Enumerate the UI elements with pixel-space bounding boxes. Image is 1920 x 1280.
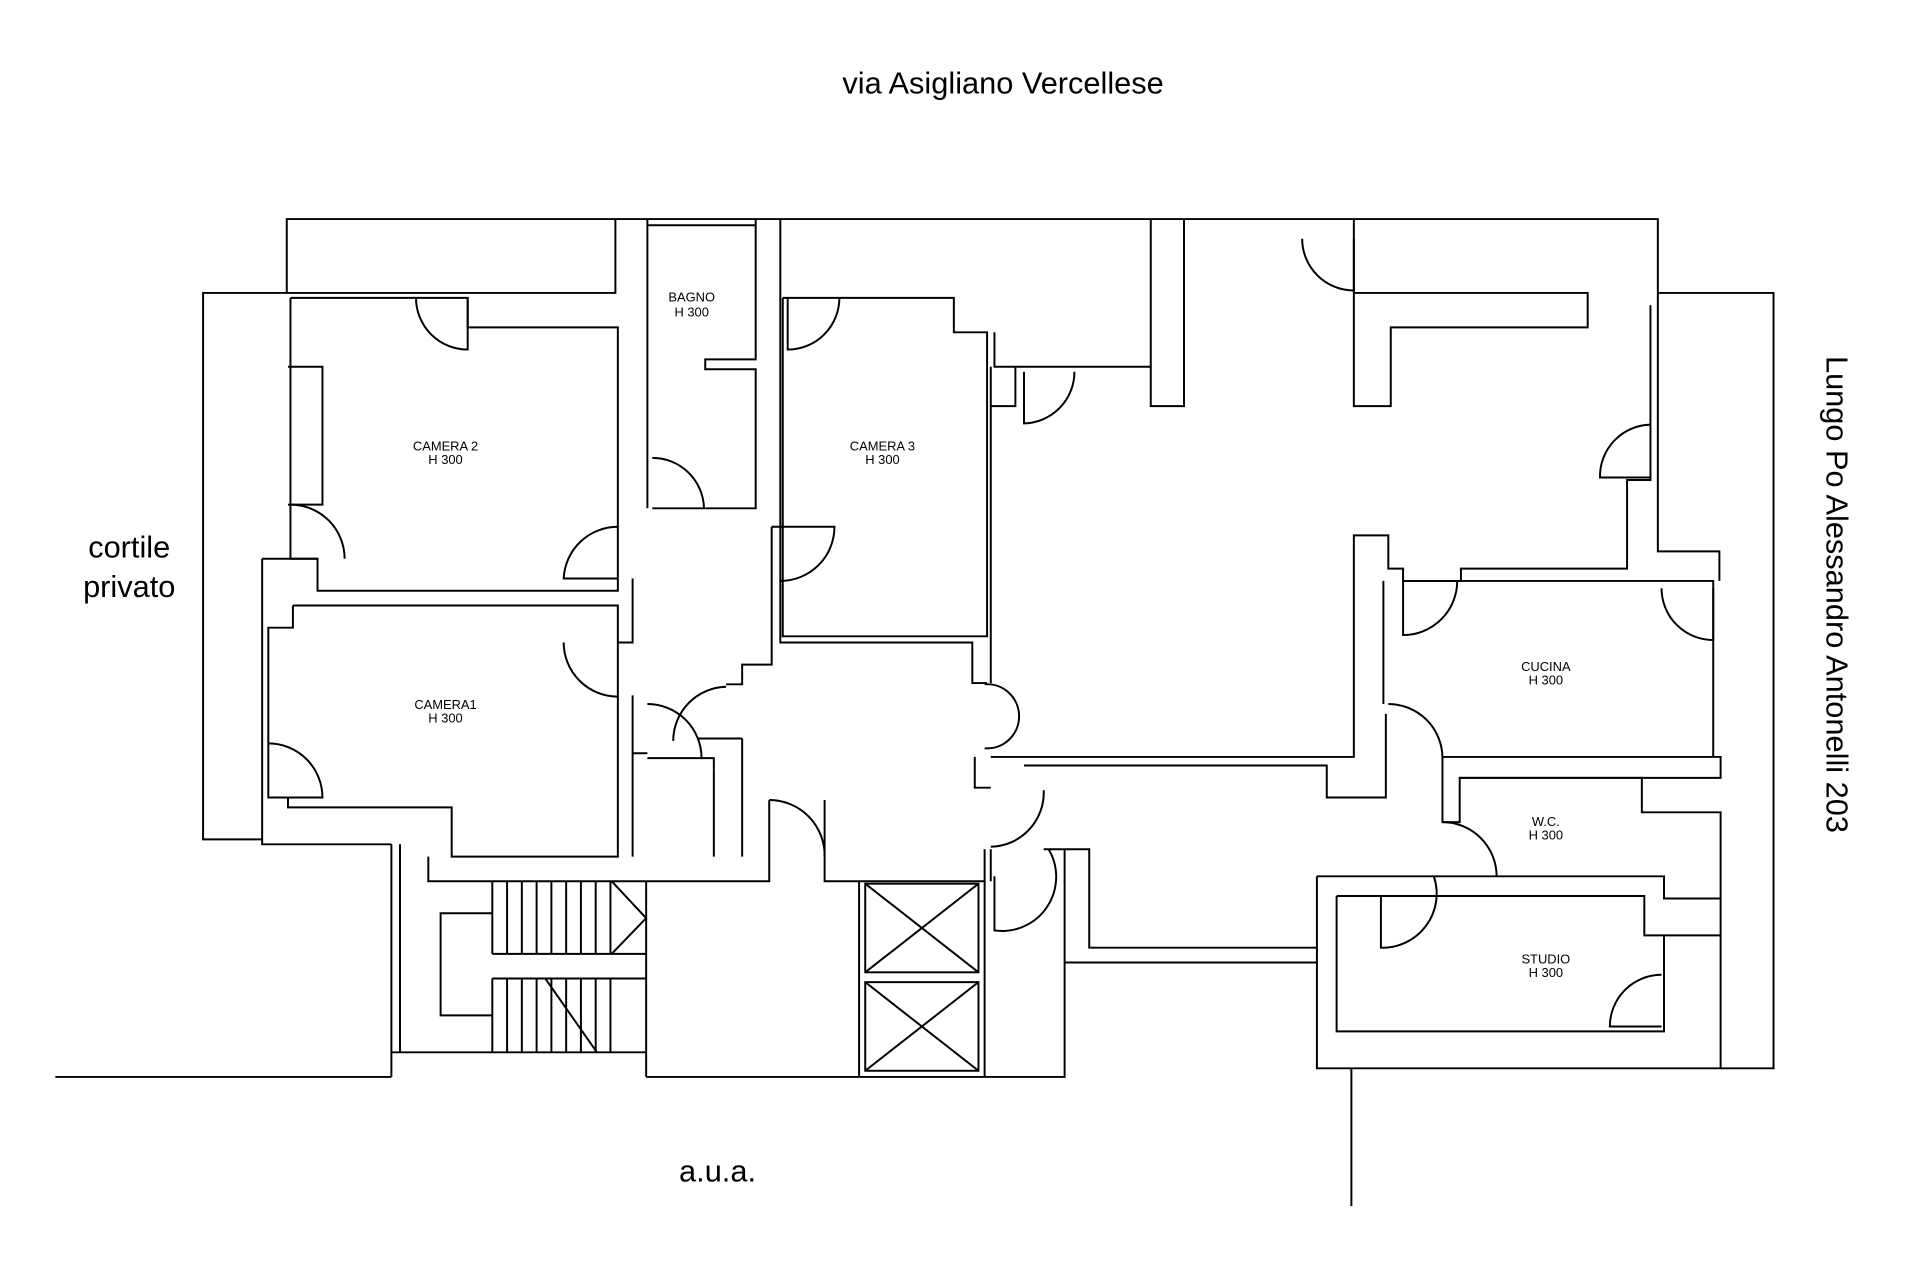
lift-shaft [864,882,980,974]
room-name: CAMERA 3 [850,438,915,453]
lift-shaft [864,981,980,1072]
room-label-cucina: CUCINA H 300 [1521,659,1571,688]
stair-arrow [544,977,598,1053]
lift-shafts [864,882,980,1072]
wall [1024,713,1387,799]
door-swing [562,525,618,580]
wall [1403,579,1715,757]
doors [268,238,1715,1028]
wall [1315,876,1722,1070]
wall [1352,219,1589,408]
street-label-right: Lungo Po Alessandro Antonelli 203 [1819,356,1854,833]
door-swing [672,685,727,741]
room-height: H 300 [1529,827,1563,842]
wall [726,526,773,686]
wall [1335,895,1665,1033]
wall [781,296,989,638]
door-swing [1379,875,1438,949]
door-swing [1388,703,1444,759]
room-height: H 300 [1529,965,1563,980]
courtyard-label-line1: cortile [88,530,170,565]
wall [202,219,617,841]
door-swing [1402,580,1459,637]
room-name: STUDIO [1521,952,1570,967]
room-label-wc: W.C. H 300 [1529,814,1563,843]
wall [990,366,1017,408]
bottom-label: a.u.a. [679,1154,756,1189]
door-swing [1608,973,1662,1028]
wall [292,604,619,643]
door-swing [652,456,706,510]
door-swing [290,503,346,559]
stair-arrow [610,880,648,955]
wall [1433,875,1721,900]
wall [1657,291,1775,1070]
room-name: CAMERA 2 [413,438,478,453]
wall [973,756,991,789]
door-swing [993,848,1058,932]
wall [993,332,1016,368]
room-height: H 300 [674,304,708,319]
room-height: H 300 [428,452,462,467]
wall [771,219,782,528]
room-name: W.C. [1532,814,1560,829]
wall [617,578,634,644]
wall [646,849,1066,1078]
door-swing [1599,423,1651,479]
door-swing [786,297,841,351]
room-label-camera-2: CAMERA 2 H 300 [413,438,478,467]
door-swing [1023,371,1076,425]
door-swing [562,642,619,698]
door-swing [1301,238,1355,292]
courtyard-label-line2: privato [83,569,175,604]
door-swing [769,799,826,857]
wall [267,605,619,858]
wall [990,305,1652,758]
wall [701,757,715,770]
door-swing [990,790,1045,848]
room-name: BAGNO [668,290,715,305]
staircase [439,880,648,1053]
door-swing [268,742,324,799]
wall [1459,776,1722,899]
walls [55,218,1775,1207]
room-label-camera-3: CAMERA 3 H 300 [850,438,915,467]
door-swing [415,297,469,351]
lift-cross [864,882,980,974]
wall [704,219,757,510]
wall [823,800,986,883]
wall [779,526,988,685]
door-swing [1442,821,1498,877]
wall [1656,292,1721,581]
room-label-bagno: BAGNO H 300 [668,290,715,320]
room-height: H 300 [428,710,462,725]
door-swing [780,525,836,582]
stair-landing [439,912,493,1017]
wall [261,558,392,846]
wall [631,695,648,755]
room-label-studio: STUDIO H 300 [1521,952,1570,981]
room-height: H 300 [865,452,899,467]
room-height: H 300 [1529,672,1563,687]
wall [285,218,1659,293]
door-swing [1660,588,1715,641]
wall [1043,848,1317,949]
lift-cross [864,981,980,1072]
room-label-camera-1: CAMERA1 H 300 [414,697,476,726]
room-name: CUCINA [1521,659,1571,674]
wall [427,800,771,883]
wall [288,365,324,506]
wall [1149,219,1185,408]
street-label-top: via Asigliano Vercellese [842,66,1163,101]
door-swing [647,703,703,760]
door-swing [984,683,1021,750]
room-name: CAMERA1 [414,697,476,712]
